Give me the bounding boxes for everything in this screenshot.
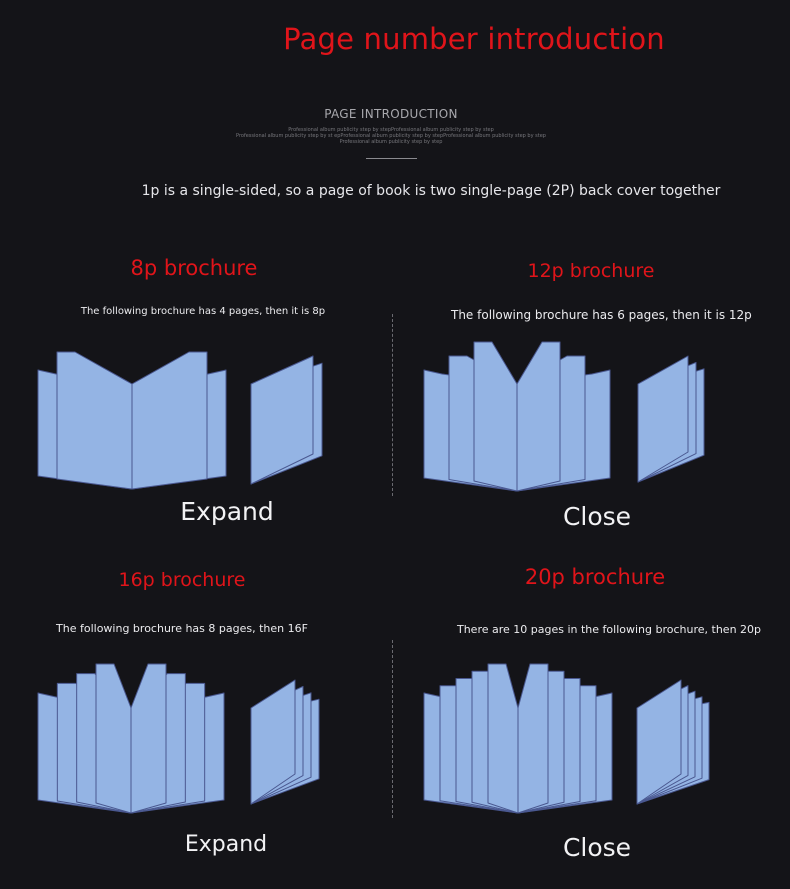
fine-print-line: Professional album publicity step by ste… xyxy=(288,127,494,133)
page-title: Page number introduction xyxy=(283,22,665,56)
brochure-page xyxy=(637,355,689,483)
brochure-8p-closed-illustration xyxy=(250,355,323,485)
brochure-page xyxy=(130,663,167,814)
brochure-8p-open-illustration xyxy=(37,351,227,490)
brochure-12p-closed-illustration xyxy=(637,355,705,483)
brochure-page xyxy=(131,351,208,490)
section-heading-16p: 16p brochure xyxy=(118,569,246,591)
page-subtitle: PAGE INTRODUCTION xyxy=(324,107,458,121)
section-heading-12p: 12p brochure xyxy=(527,260,655,282)
section-description-20p: There are 10 pages in the following broc… xyxy=(456,623,762,636)
caption-close: Close xyxy=(562,502,632,531)
section-heading-8p: 8p brochure xyxy=(130,256,258,280)
brochure-20p-open-illustration xyxy=(423,663,613,814)
brochure-page xyxy=(517,663,549,814)
brochure-16p-open-illustration xyxy=(37,663,225,814)
section-heading-20p: 20p brochure xyxy=(524,565,666,589)
brochure-page xyxy=(487,663,519,814)
brochure-12p-open-illustration xyxy=(423,341,611,492)
brochure-page xyxy=(473,341,518,492)
caption-expand: Expand xyxy=(180,497,274,526)
section-divider xyxy=(392,314,393,496)
caption-close: Close xyxy=(562,833,632,862)
header-divider xyxy=(366,158,417,159)
brochure-page xyxy=(250,355,314,485)
fine-print-line: Professional album publicity step by st … xyxy=(236,133,546,139)
brochure-page xyxy=(516,341,561,492)
section-description-12p: The following brochure has 6 pages, then… xyxy=(451,308,752,322)
brochure-page xyxy=(95,663,132,814)
brochure-page xyxy=(56,351,133,490)
intro-text: 1p is a single-sided, so a page of book … xyxy=(141,183,721,199)
section-divider xyxy=(392,640,393,818)
brochure-20p-closed-illustration xyxy=(636,679,710,805)
caption-expand: Expand xyxy=(184,832,268,857)
fine-print-line: Professional album publicity step by ste… xyxy=(339,139,443,145)
brochure-page xyxy=(636,679,682,805)
section-description-16p: The following brochure has 8 pages, then… xyxy=(56,622,308,635)
brochure-16p-closed-illustration xyxy=(250,679,320,805)
brochure-page xyxy=(250,679,296,805)
section-description-8p: The following brochure has 4 pages, then… xyxy=(80,306,326,317)
